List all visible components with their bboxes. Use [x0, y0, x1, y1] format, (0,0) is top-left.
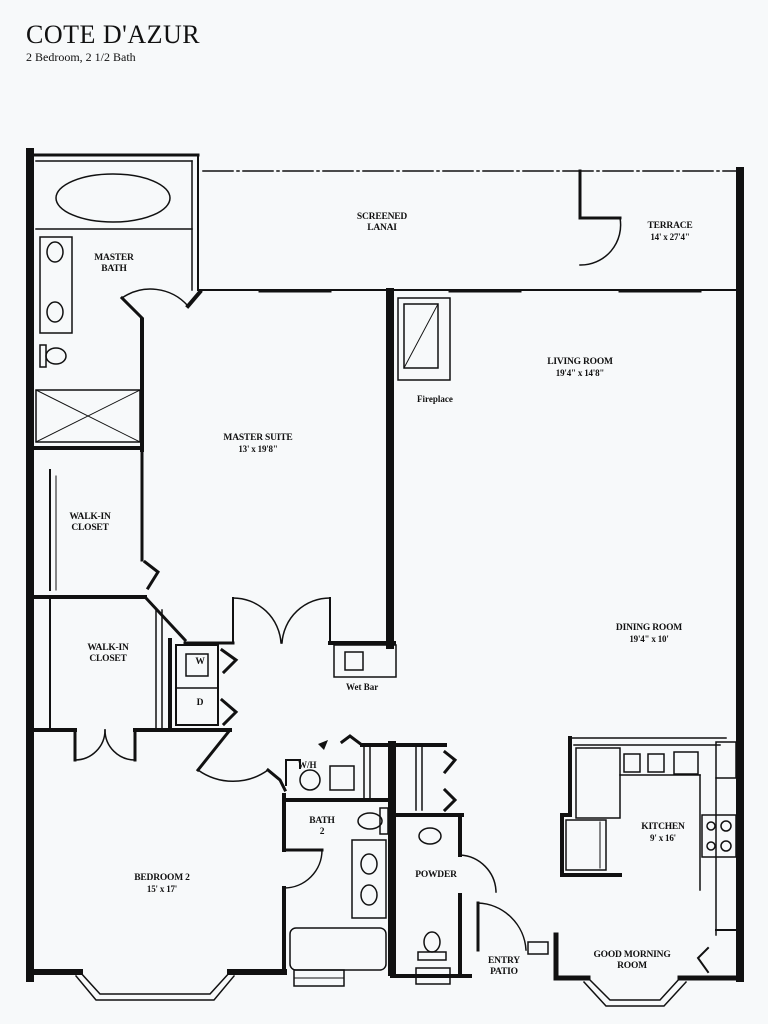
room-name: Lanai — [367, 223, 397, 233]
room-good-morning-room: Good Morning Room — [582, 950, 682, 972]
room-name: Powder — [415, 870, 457, 880]
room-living-room: Living Room 19'4" x 14'8" — [530, 357, 630, 379]
room-dimensions: 14' x 27'4" — [650, 232, 690, 242]
room-name: Master — [94, 253, 134, 263]
room-kitchen: Kitchen 9' x 16' — [628, 822, 698, 844]
fixture-dryer: D — [196, 698, 204, 708]
room-name: Bath — [309, 816, 335, 826]
room-name: Living Room — [547, 357, 613, 367]
room-name: Terrace — [647, 221, 693, 231]
room-dimensions: 15' x 17' — [146, 884, 178, 894]
fixture-washer: W — [195, 657, 205, 667]
room-name: Bath — [101, 264, 127, 274]
room-name: Walk-In — [87, 643, 129, 653]
room-name: Walk-In — [69, 512, 111, 522]
room-powder: Powder — [408, 870, 464, 881]
room-name: Closet — [89, 654, 127, 664]
room-terrace: Terrace 14' x 27'4" — [635, 221, 705, 243]
room-name: Dining Room — [615, 623, 683, 633]
room-bedroom-2: Bedroom 2 15' x 17' — [122, 873, 202, 895]
room-screened-lanai: Screened Lanai — [352, 212, 412, 234]
room-dimensions: 19'4" x 10' — [629, 634, 669, 644]
room-dining-room: Dining Room 19'4" x 10' — [604, 623, 694, 645]
fixture-wet-bar: Wet Bar — [346, 682, 379, 692]
room-name: Master Suite — [223, 433, 293, 443]
room-dimensions: 19'4" x 14'8" — [555, 368, 605, 378]
room-name: Bedroom 2 — [134, 873, 190, 883]
room-name: 2 — [319, 827, 325, 837]
room-name: Entry — [488, 956, 520, 966]
room-entry-patio: Entry Patio — [476, 956, 532, 978]
room-name: Screened — [356, 212, 408, 222]
room-name: Closet — [71, 523, 109, 533]
room-name: Room — [617, 961, 647, 971]
room-bath-2: Bath 2 — [302, 816, 342, 838]
fixture-water-heater: W/H — [298, 760, 317, 770]
plan-subtitle: 2 Bedroom, 2 1/2 Bath — [26, 50, 136, 64]
fixture-fireplace: Fireplace — [417, 394, 453, 404]
room-walk-in-closet-1: Walk-In Closet — [58, 512, 122, 534]
room-name: Kitchen — [641, 822, 685, 832]
room-dimensions: 9' x 16' — [650, 833, 676, 843]
plan-title: COTE D'AZUR — [26, 20, 201, 49]
room-name: Good Morning — [593, 950, 671, 960]
room-master-suite: Master Suite 13' x 19'8" — [213, 433, 303, 455]
room-master-bath: Master Bath — [84, 253, 144, 275]
room-dimensions: 13' x 19'8" — [238, 444, 278, 454]
room-walk-in-closet-2: Walk-In Closet — [76, 643, 140, 665]
room-name: Patio — [490, 967, 518, 977]
